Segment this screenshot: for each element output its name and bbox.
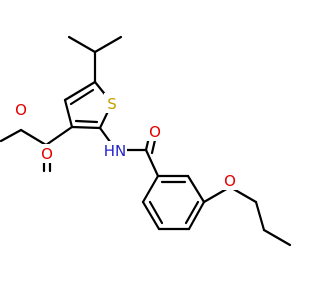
bond-o-methyl xyxy=(0,128,23,143)
bond-benz-3-4 xyxy=(187,200,206,231)
bond-benz-5-6 xyxy=(141,200,161,231)
bond-ipr-ch-me-left xyxy=(67,35,97,54)
nitrogen-h-atom-label: HN xyxy=(104,142,127,160)
bond-amide-c-ring xyxy=(144,148,160,178)
aryl-ether-oxygen-atom-label: O xyxy=(224,172,236,190)
bond-c3-c4 xyxy=(63,98,74,129)
bond-ipr-ch-me-right xyxy=(93,35,123,54)
bond-ester-c-o-single xyxy=(19,128,48,147)
bond-benz-3-4-inner xyxy=(184,200,200,225)
bond-c2-c3 xyxy=(70,125,102,130)
sulfur-atom-label: S xyxy=(107,95,117,113)
amide-oxygen-atom-label: O xyxy=(149,123,161,141)
ester-carbonyl-oxygen-atom-label: O xyxy=(41,145,53,163)
chemical-structure: S HN O O O O xyxy=(0,35,292,247)
bond-propyl-c1-c2 xyxy=(254,200,266,232)
atom-label-layer: S HN O O O O xyxy=(12,93,239,190)
ester-ether-oxygen-atom-label: O xyxy=(15,101,27,119)
bond-benz-2-3 xyxy=(186,174,206,204)
bond-benz-5-6-inner xyxy=(148,200,164,225)
bond-benz-6-1 xyxy=(141,174,160,204)
bond-c4-c5-inner xyxy=(69,88,95,106)
bond-c2-c3-inner xyxy=(74,119,99,124)
bond-c3-ester-c xyxy=(44,125,74,147)
bond-propyl-c2-c3 xyxy=(262,228,292,247)
bond-c4-c5 xyxy=(63,80,97,102)
bond-layer xyxy=(0,35,292,247)
